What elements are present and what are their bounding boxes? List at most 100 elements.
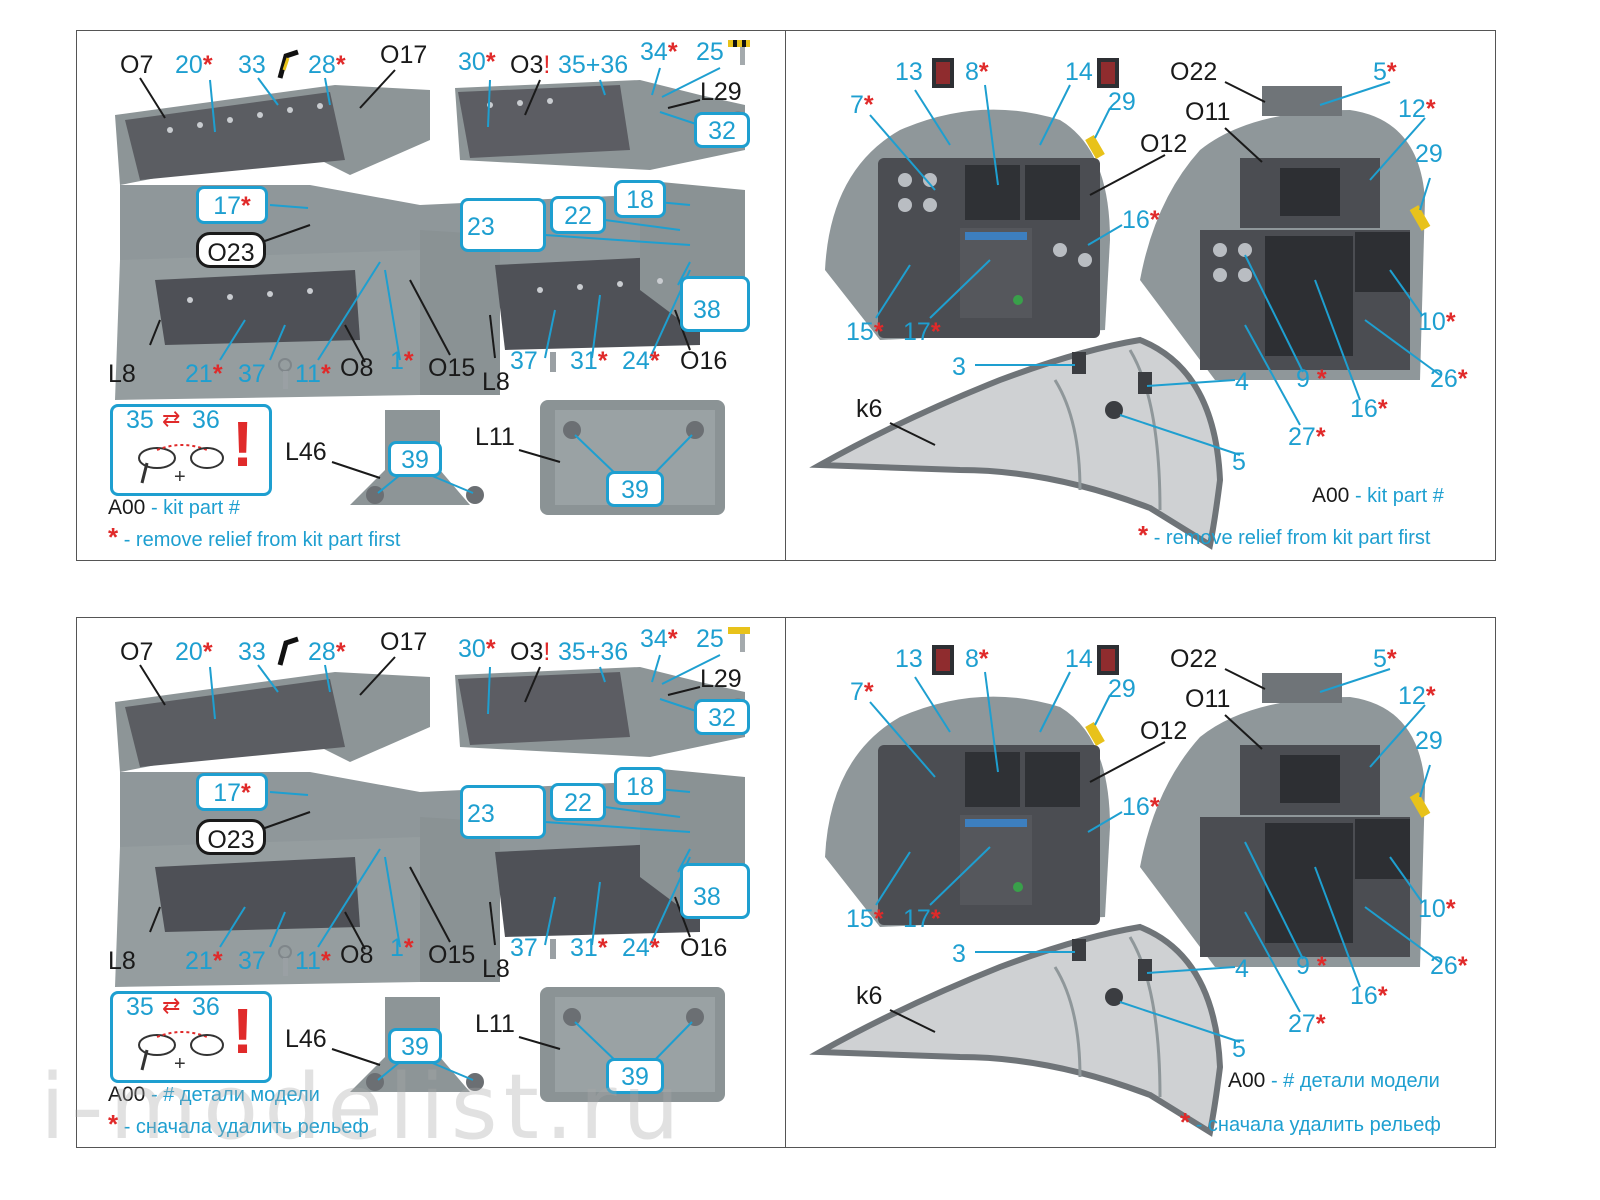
callout-39a: 39 <box>388 1028 442 1064</box>
swap-arrows-icon: ⇄ <box>162 406 181 431</box>
label-21: 21* <box>185 360 223 388</box>
label-5b: 5 <box>1232 1035 1246 1063</box>
hazard-bar-icon <box>728 40 750 65</box>
label-37a: 37 <box>238 360 266 388</box>
right-scene-top: 13 8* 14 O22 5* 7* 29 O11 12* O12 29 16*… <box>0 0 1600 565</box>
label-37a: 37 <box>238 947 266 975</box>
label-29a: 29 <box>1108 675 1136 703</box>
callout-17: 17* <box>196 773 268 811</box>
label-o17: O17 <box>380 628 428 656</box>
label-9: 9 * <box>1296 952 1327 980</box>
label-28: 28* <box>308 51 346 79</box>
label-o8: O8 <box>340 941 374 969</box>
label-15: 15* <box>846 905 884 933</box>
svg-text:+: + <box>174 466 186 488</box>
pin-icon-37a <box>278 358 292 389</box>
label-o8: O8 <box>340 354 374 382</box>
label-34: 34* <box>640 625 678 653</box>
label-35-36: 35+36 <box>558 51 629 79</box>
label-29a: 29 <box>1108 88 1136 116</box>
label-1: 1* <box>390 934 414 962</box>
label-16b: 16* <box>1350 395 1388 423</box>
label-8: 8* <box>965 58 989 86</box>
exclamation-icon: ! <box>232 995 254 1067</box>
swap-arrows-icon: ⇄ <box>162 993 181 1018</box>
legend-remove-relief-ru: * - сначала удалить рельеф <box>108 1109 369 1139</box>
callout-18: 18 <box>614 767 666 805</box>
callout-23: 23 <box>460 198 546 252</box>
left-scene-bottom: O7 20* 33 28* O17 30* O3! 35+36 34* 25 L… <box>0 587 790 1152</box>
label-5b: 5 <box>1232 448 1246 476</box>
label-31: 31* <box>570 934 608 962</box>
right-scene-bottom: 13 8* 14 O22 5* 7* 29 O11 12* O12 29 16*… <box>0 587 1600 1152</box>
label-17r: 17* <box>903 318 941 346</box>
label-5a: 5* <box>1373 58 1397 86</box>
label-9: 9 * <box>1296 365 1327 393</box>
callout-39b: 39 <box>606 471 664 507</box>
legend-kit-part-right-ru: A00 - # детали модели <box>1228 1069 1440 1092</box>
label-o17: O17 <box>380 41 428 69</box>
callout-32: 32 <box>694 699 750 735</box>
label-swap-35: 35 <box>126 993 154 1021</box>
label-o22: O22 <box>1170 645 1218 673</box>
label-37b: 37 <box>510 934 538 962</box>
label-29b: 29 <box>1415 727 1443 755</box>
label-k6: k6 <box>856 395 883 423</box>
legend-remove-relief-right: * - remove relief from kit part first <box>1138 520 1431 550</box>
instrument-panels-illustration-ru <box>809 645 1441 1137</box>
label-o7: O7 <box>120 51 154 79</box>
label-24: 24* <box>622 347 660 375</box>
callout-18: 18 <box>614 180 666 218</box>
label-l29: L29 <box>700 665 742 693</box>
label-11: 11* <box>295 360 331 388</box>
label-17r: 17* <box>903 905 941 933</box>
label-21: 21* <box>185 947 223 975</box>
label-13: 13 <box>895 58 923 86</box>
label-10: 10* <box>1418 308 1456 336</box>
callout-38: 38 <box>680 276 750 332</box>
label-o12: O12 <box>1140 130 1188 158</box>
handle-parts-icon: + <box>138 444 224 488</box>
pin-icon-37b <box>550 939 556 959</box>
swap-note-box <box>110 404 272 496</box>
label-27: 27* <box>1288 423 1326 451</box>
legend-kit-part: A00 - kit part # <box>108 496 240 519</box>
callout-23: 23 <box>460 785 546 839</box>
label-4: 4 <box>1235 368 1249 396</box>
label-l8-right: L8 <box>482 955 510 983</box>
label-l8-left: L8 <box>108 360 136 388</box>
svg-text:+: + <box>174 1053 186 1075</box>
label-25: 25 <box>696 625 724 653</box>
label-7: 7* <box>850 678 874 706</box>
label-k6: k6 <box>856 982 883 1010</box>
hazard-stripe-icon <box>277 49 299 79</box>
label-l11: L11 <box>475 1010 515 1038</box>
legend-kit-part-ru: A00 - # детали модели <box>108 1083 320 1106</box>
label-12: 12* <box>1398 682 1436 710</box>
hazard-stripe-icon <box>277 636 299 666</box>
label-l29: L29 <box>700 78 742 106</box>
hazard-bar-icon <box>728 627 750 652</box>
legend-remove-relief: * - remove relief from kit part first <box>108 522 401 552</box>
callout-39a: 39 <box>388 441 442 477</box>
legend-remove-relief-right-ru: * - сначала удалить рельеф <box>1180 1107 1441 1137</box>
callout-17: 17* <box>196 186 268 224</box>
label-o16: O16 <box>680 934 728 962</box>
legend-kit-part-right: A00 - kit part # <box>1312 484 1444 507</box>
label-l11: L11 <box>475 423 515 451</box>
callout-39b: 39 <box>606 1058 664 1094</box>
callout-o23: O23 <box>196 232 266 268</box>
label-26: 26* <box>1430 952 1468 980</box>
label-o12: O12 <box>1140 717 1188 745</box>
swap-note-box <box>110 991 272 1083</box>
label-3: 3 <box>952 353 966 381</box>
label-14: 14 <box>1065 645 1093 673</box>
label-o3: O3! <box>510 638 551 666</box>
label-11: 11* <box>295 947 331 975</box>
cockpit-side-consoles-illustration-ru <box>115 627 750 1102</box>
label-l8-left: L8 <box>108 947 136 975</box>
label-28: 28* <box>308 638 346 666</box>
label-10: 10* <box>1418 895 1456 923</box>
label-4: 4 <box>1235 955 1249 983</box>
label-8: 8* <box>965 645 989 673</box>
